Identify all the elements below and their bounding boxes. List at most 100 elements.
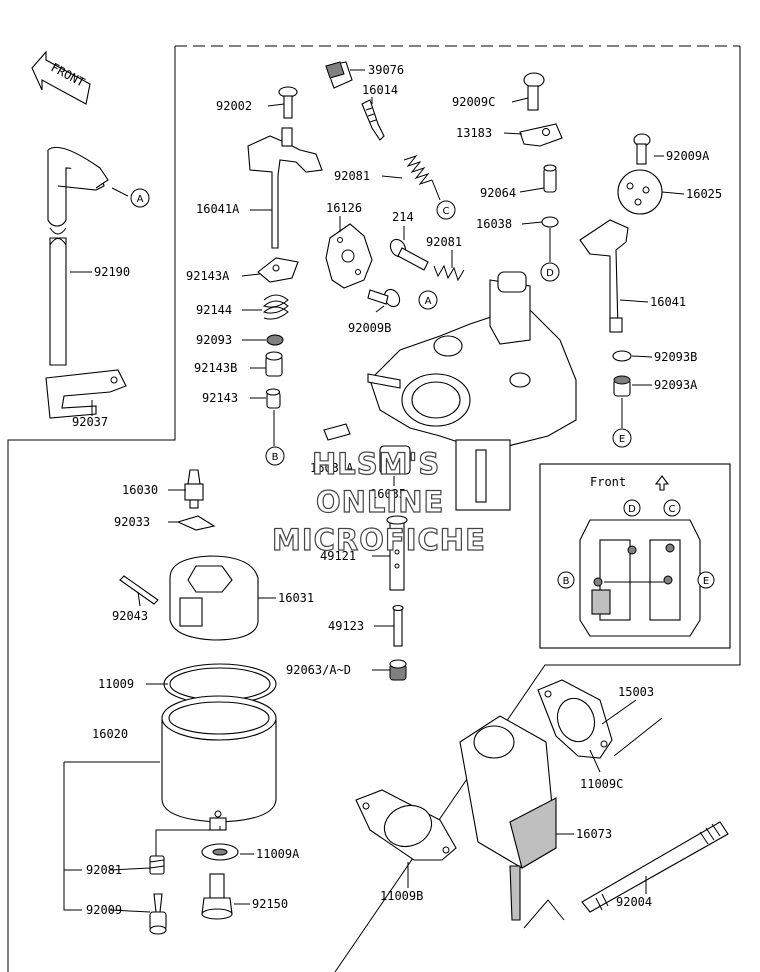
tube-49121 <box>386 515 408 591</box>
label-92150: 92150 <box>252 897 288 911</box>
screw-214 <box>389 238 429 271</box>
plate-16025 <box>617 169 663 215</box>
screw-92009C <box>523 72 545 111</box>
label-92093: 92093 <box>196 333 232 347</box>
label-92009: 92009 <box>86 903 122 917</box>
ref-circle-e: E <box>612 428 632 448</box>
label-92144: 92144 <box>196 303 232 317</box>
clip-92033 <box>176 515 216 531</box>
cap-39076 <box>325 61 353 89</box>
label-39076: 39076 <box>368 63 404 77</box>
bolt-92150 <box>201 873 233 920</box>
label-214: 214 <box>392 210 414 224</box>
screw-92002 <box>278 86 298 119</box>
label-16020: 16020 <box>92 727 128 741</box>
part-16035 <box>379 445 411 475</box>
washer-92093 <box>266 334 284 346</box>
float-16031 <box>169 555 259 641</box>
label-16038: 16038 <box>476 217 512 231</box>
jet-49123 <box>392 604 404 647</box>
plate-16126 <box>325 223 373 289</box>
label-49121: 49121 <box>320 549 356 563</box>
label-92081c: 92081 <box>86 863 122 877</box>
label-11009A: 11009A <box>256 847 300 861</box>
label-92009B: 92009B <box>348 321 391 335</box>
svg-text:B: B <box>563 576 570 587</box>
label-92143A: 92143A <box>186 269 230 283</box>
label-16025: 16025 <box>686 187 722 201</box>
lever-16041A <box>247 127 323 249</box>
label-92064: 92064 <box>480 186 516 200</box>
spring-92144 <box>262 294 289 320</box>
label-11009: 11009 <box>98 677 134 691</box>
watermark-line3: MICROFICHE <box>272 523 486 557</box>
carburetor-body <box>367 271 577 511</box>
label-92004: 92004 <box>616 895 652 909</box>
label-13183: 13183 <box>456 126 492 140</box>
watermark: HLSM'S ONLINE MICROFICHE <box>271 446 486 557</box>
label-92009C: 92009C <box>452 95 495 109</box>
leader-lines <box>63 69 685 913</box>
ref-circle-a-body: A <box>418 290 438 310</box>
ref-circle-a-pipe: A <box>130 188 150 208</box>
leader-bottom-right <box>523 899 565 929</box>
label-49123: 49123 <box>328 619 364 633</box>
label-92033: 92033 <box>114 515 150 529</box>
screw-92009B <box>367 288 401 308</box>
collar-92143B <box>265 351 283 377</box>
inset-front-view: Front <box>539 463 731 649</box>
label-92093B: 92093B <box>654 350 697 364</box>
label-92081b: 92081 <box>426 235 462 249</box>
inset-title: Front <box>590 475 626 489</box>
label-92037: 92037 <box>72 415 108 429</box>
inset-circle-c: C <box>663 499 681 517</box>
label-16035: 16035 <box>370 487 406 501</box>
label-16041A: 16041A <box>196 202 240 216</box>
spring-92081-top <box>403 154 433 186</box>
label-92190: 92190 <box>94 265 130 279</box>
label-11009B: 11009B <box>380 889 423 903</box>
collar-92093A <box>613 375 631 397</box>
label-11009C: 11009C <box>580 777 623 791</box>
gasket-11009B <box>355 789 457 861</box>
ref-circle-d: D <box>540 262 560 282</box>
svg-text:A: A <box>425 296 432 307</box>
plate-92143A <box>257 257 299 283</box>
label-92093A: 92093A <box>654 378 698 392</box>
label-16041: 16041 <box>650 295 686 309</box>
oring-16038 <box>541 216 559 228</box>
ref-circle-b: B <box>265 446 285 466</box>
reference-circles: A C D A B E D C B E <box>130 188 715 589</box>
label-16126: 16126 <box>326 201 362 215</box>
gasket-11009C <box>537 679 613 759</box>
svg-text:E: E <box>703 576 709 587</box>
needle-16014 <box>361 99 385 141</box>
label-92143: 92143 <box>202 391 238 405</box>
svg-text:D: D <box>546 268 554 279</box>
label-16030: 16030 <box>122 483 158 497</box>
label-15003: 15003 <box>618 685 654 699</box>
bracket-13183 <box>519 123 563 147</box>
ref-circle-c-spring: C <box>436 200 456 220</box>
label-16036A: 16036A <box>310 461 354 475</box>
leader-15003 <box>601 699 663 757</box>
svg-text:C: C <box>443 206 450 217</box>
gasket-11009 <box>163 663 277 705</box>
label-92143B: 92143B <box>194 361 237 375</box>
label-16031: 16031 <box>278 591 314 605</box>
part-labels: 39076 16014 92002 92009C 13183 92009A 92… <box>72 63 722 917</box>
washer-92093B <box>612 350 632 362</box>
pipe-92190 <box>47 146 109 366</box>
inset-circle-e: E <box>697 571 715 589</box>
washer-11009A <box>201 843 239 861</box>
inset-circle-b: B <box>557 571 575 589</box>
inset-circle-d: D <box>623 499 641 517</box>
label-16073: 16073 <box>576 827 612 841</box>
lever-16041 <box>579 219 629 333</box>
screw-92009 <box>149 893 167 935</box>
needle-16030 <box>184 469 204 509</box>
svg-text:A: A <box>137 194 144 205</box>
jet-92063 <box>389 659 407 681</box>
collar-92143 <box>265 388 281 409</box>
